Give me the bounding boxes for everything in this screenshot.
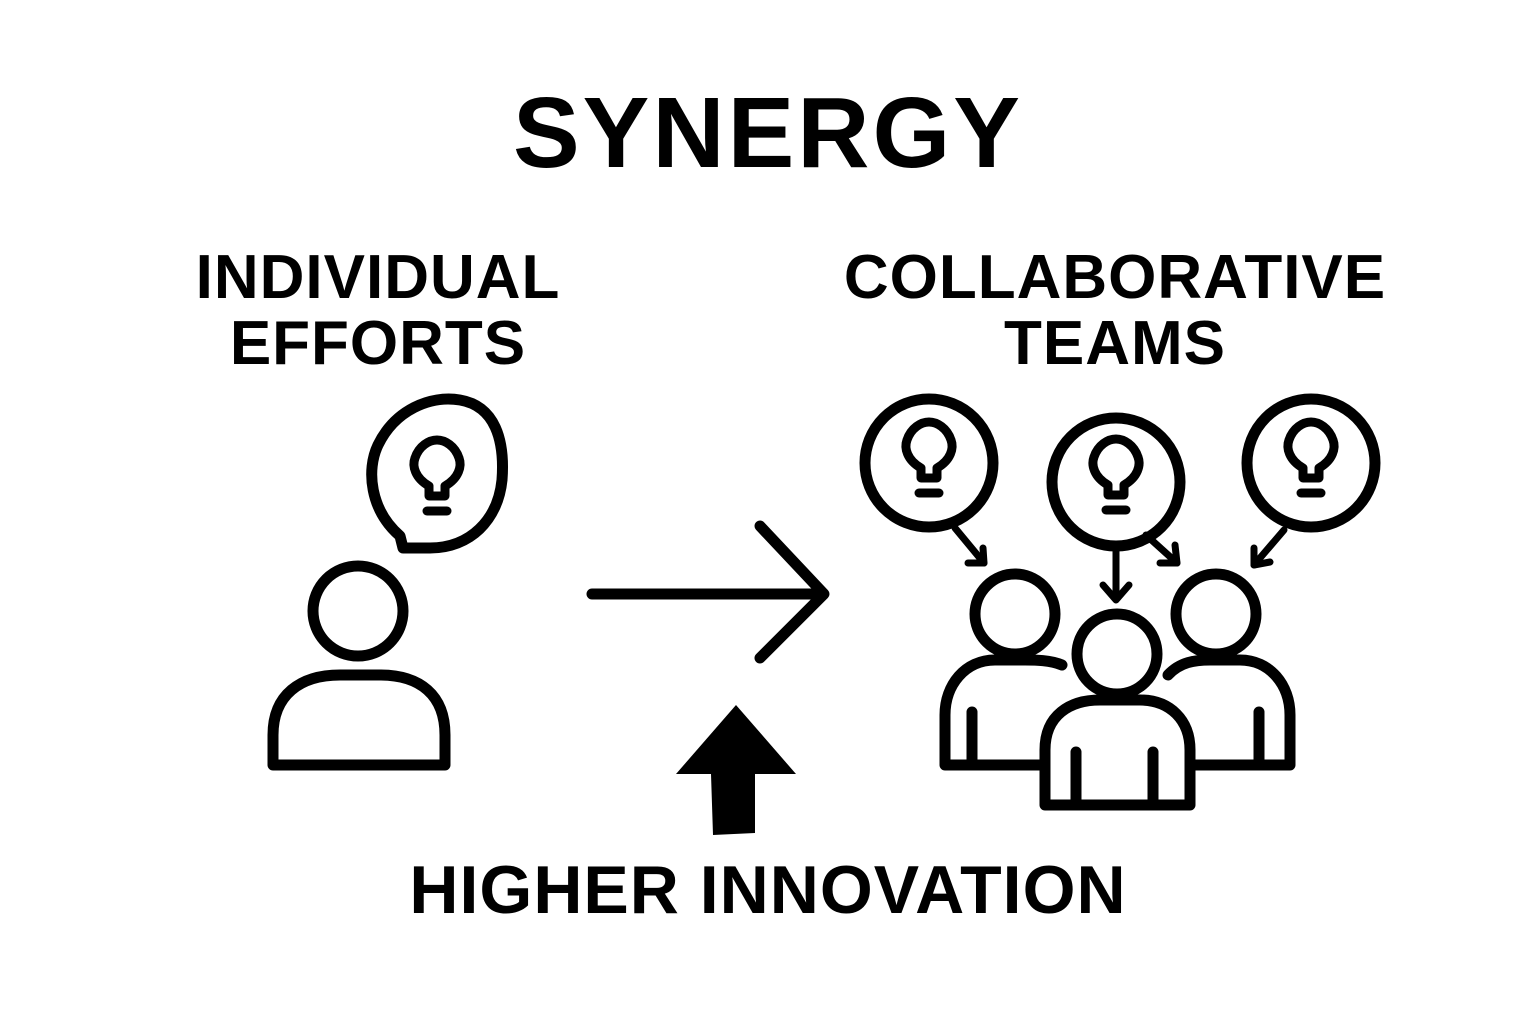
lightbulb-icon bbox=[414, 440, 460, 511]
lightbulb-circle-icon bbox=[859, 393, 999, 533]
lightbulb-circle-icon bbox=[1046, 412, 1186, 552]
team-of-three-people-icon bbox=[939, 568, 1296, 811]
idea-flow-arrows bbox=[951, 524, 1288, 604]
arrow-up-icon bbox=[676, 705, 796, 835]
arrow-right-icon bbox=[586, 520, 830, 664]
lightbulb-circle-icon bbox=[1241, 393, 1381, 533]
collaborative-label-line1: COLLABORATIVE bbox=[843, 243, 1387, 312]
person-icon bbox=[267, 560, 451, 771]
individual-label-line2: EFFORTS bbox=[229, 309, 527, 378]
diagram-title: SYNERGY bbox=[512, 77, 1023, 189]
individual-efforts-label: INDIVIDUAL EFFORTS bbox=[178, 245, 578, 377]
lightbulb-speech-bubble-icon bbox=[366, 393, 508, 554]
collaborative-label-line2: TEAMS bbox=[1004, 309, 1226, 378]
individual-label-line1: INDIVIDUAL bbox=[195, 243, 561, 312]
higher-innovation-label: HIGHER INNOVATION bbox=[409, 852, 1127, 928]
collaborative-teams-label: COLLABORATIVE TEAMS bbox=[820, 245, 1410, 377]
